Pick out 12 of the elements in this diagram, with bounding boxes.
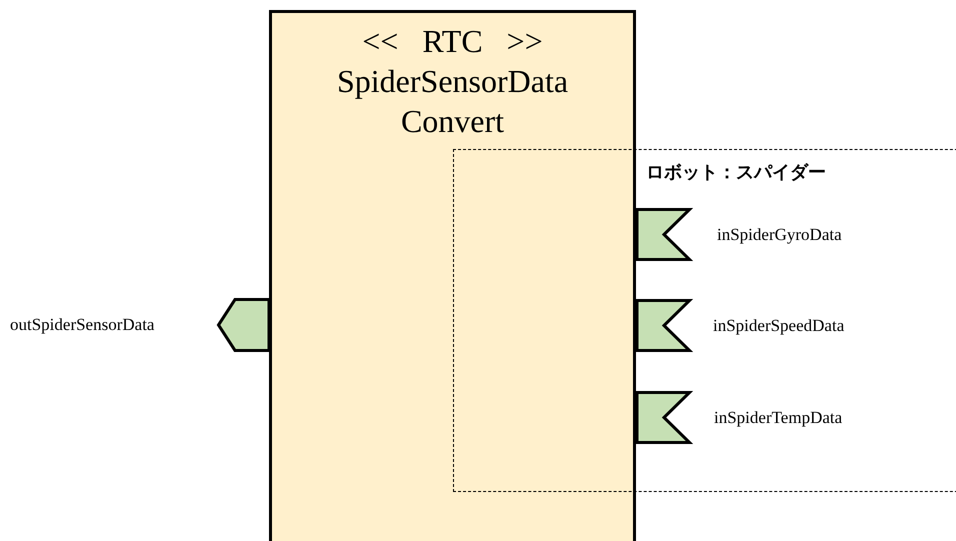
- stereotype-label: << RTC >>: [361, 22, 544, 61]
- port-symbol: [637, 299, 691, 352]
- component-box: [269, 10, 636, 541]
- port-label: inSpiderSpeedData: [713, 315, 844, 337]
- component-title: SpiderSensorData Convert: [336, 62, 570, 141]
- port-label: outSpiderSensorData: [10, 314, 154, 336]
- port-symbol: [637, 208, 691, 261]
- port-label: inSpiderTempData: [714, 407, 842, 429]
- port-label: inSpiderGyroData: [717, 224, 842, 246]
- dashed-region: [453, 149, 956, 492]
- region-label: ロボット：スパイダー: [646, 161, 826, 184]
- port-symbol: [637, 391, 691, 444]
